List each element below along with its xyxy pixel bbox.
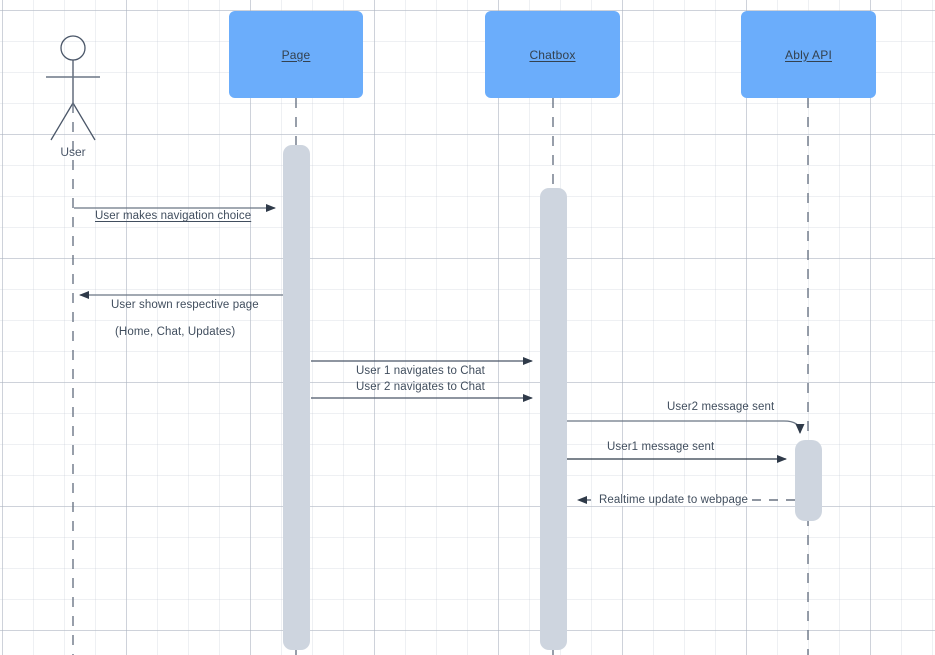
participant-box-page[interactable]: Page <box>229 11 363 98</box>
activation-chatbox <box>540 188 567 650</box>
message-label-user1-message-sent[interactable]: User1 message sent <box>607 441 715 453</box>
message-label-user-shown-respective-page[interactable]: User shown respective page <box>111 299 259 311</box>
message-label-user2-message-sent[interactable]: User2 message sent <box>667 401 775 413</box>
participant-label-ably-api: Ably API <box>785 47 832 62</box>
message-label-user-1-navigates-to-chat[interactable]: User 1 navigates to Chat <box>356 365 485 377</box>
participant-label-chatbox: Chatbox <box>529 47 576 62</box>
activation-ably <box>795 440 822 521</box>
actor-label-user[interactable]: User <box>60 145 86 159</box>
participant-box-chatbox[interactable]: Chatbox <box>485 11 620 98</box>
participant-box-ably-api[interactable]: Ably API <box>741 11 876 98</box>
message-arrow-user2-message-sent <box>567 420 805 434</box>
message-label-user-2-navigates-to-chat[interactable]: User 2 navigates to Chat <box>356 381 485 393</box>
message-label-user-makes-navigation-choice[interactable]: User makes navigation choice <box>95 210 252 222</box>
message-label-home-chat-updates[interactable]: (Home, Chat, Updates) <box>115 326 236 338</box>
participant-label-page: Page <box>281 47 311 62</box>
message-label-realtime-update-to-webpage[interactable]: Realtime update to webpage <box>597 494 751 506</box>
actor-user-figure <box>46 35 100 141</box>
activation-page <box>283 145 310 650</box>
